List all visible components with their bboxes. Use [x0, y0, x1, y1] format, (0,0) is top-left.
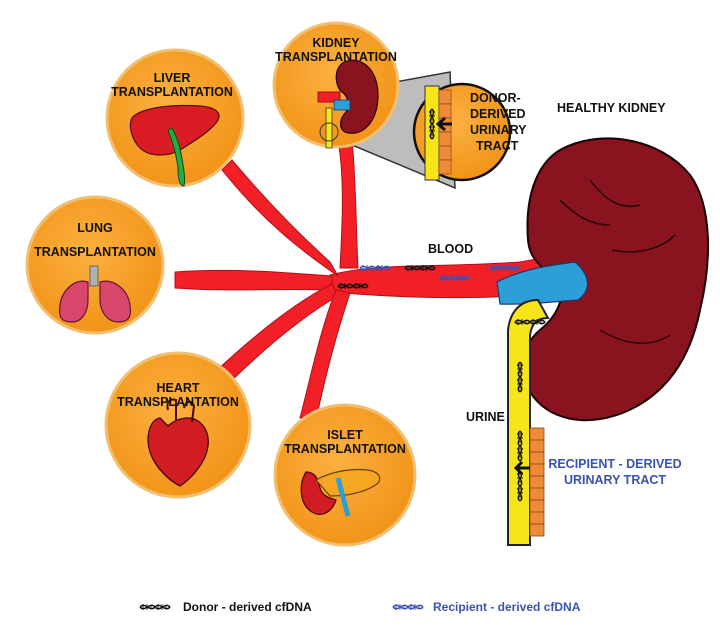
- donor-dna-icon: [139, 603, 171, 611]
- healthy-kidney-label: HEALTHY KIDNEY: [557, 101, 666, 115]
- legend-donor-label: Donor - derived cfDNA: [183, 600, 312, 614]
- liver-label-line1: LIVER: [154, 71, 191, 85]
- zoom-label-line2: DERIVED: [470, 107, 526, 121]
- islet-label-line2: TRANSPLANTATION: [284, 442, 406, 456]
- blood-label: BLOOD: [428, 242, 473, 256]
- legend-recipient-label: Recipient - derived cfDNA: [433, 600, 581, 614]
- zoom-label-line3: URINARY: [470, 123, 527, 137]
- zoom-label-line1: DONOR-: [470, 91, 521, 105]
- zoom-label-line4: TRACT: [476, 139, 519, 153]
- legend-donor: Donor - derived cfDNA: [183, 600, 312, 614]
- recipient-tract-label-line1: RECIPIENT - DERIVED: [548, 457, 681, 471]
- islet-transplant-circle: [273, 403, 417, 547]
- lung-label-line1: LUNG: [77, 221, 112, 235]
- lung-transplant-circle: [25, 195, 165, 335]
- kidney-label-line1: KIDNEY: [312, 36, 360, 50]
- liver-transplant-circle: [105, 48, 245, 188]
- islet-label-line1: ISLET: [327, 428, 363, 442]
- heart-label-line2: TRANSPLANTATION: [117, 395, 239, 409]
- kidney-transplant-circle: [272, 21, 400, 149]
- heart-label-line1: HEART: [156, 381, 199, 395]
- legend-recipient: Recipient - derived cfDNA: [433, 600, 580, 614]
- urine-label: URINE: [466, 410, 505, 424]
- liver-label-line2: TRANSPLANTATION: [111, 85, 233, 99]
- recipient-tract-tissue: [529, 427, 545, 537]
- lung-label-line2: TRANSPLANTATION: [34, 245, 156, 259]
- recipient-tract-label-line2: URINARY TRACT: [564, 473, 666, 487]
- recipient-dna-icon: [392, 603, 424, 611]
- donor-tract-zoom-circle: [412, 82, 512, 182]
- healthy-kidney: [496, 137, 710, 422]
- heart-transplant-circle: [104, 351, 252, 499]
- kidney-label-line2: TRANSPLANTATION: [275, 50, 397, 64]
